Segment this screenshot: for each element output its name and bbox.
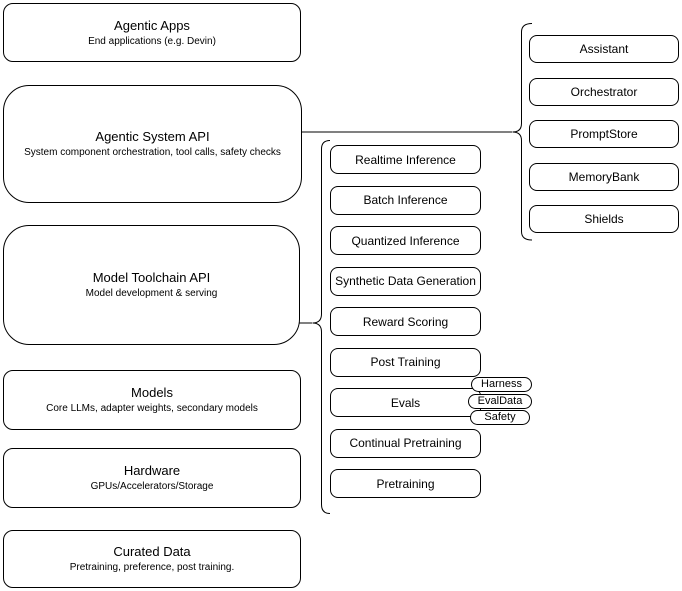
layer-subtitle: Model development & serving <box>85 288 218 299</box>
node-evals: Evals <box>330 388 481 417</box>
node-pretraining: Pretraining <box>330 469 481 498</box>
layer-hardware: Hardware GPUs/Accelerators/Storage <box>3 448 301 508</box>
node-synthetic-data-generation: Synthetic Data Generation <box>330 266 481 296</box>
node-post-training: Post Training <box>330 347 481 377</box>
node-continual-pretraining: Continual Pretraining <box>330 428 481 458</box>
node-orchestrator: Orchestrator <box>529 77 679 106</box>
layer-subtitle: Pretraining, preference, post training. <box>69 562 235 573</box>
node-assistant: Assistant <box>529 35 679 63</box>
node-shields: Shields <box>529 205 679 233</box>
node-realtime-inference: Realtime Inference <box>330 145 481 174</box>
layer-subtitle: End applications (e.g. Devin) <box>88 35 216 47</box>
layer-title: Agentic Apps <box>114 17 190 33</box>
layer-model-toolchain-api: Model Toolchain API Model development & … <box>3 225 300 345</box>
layer-title: Hardware <box>123 463 181 478</box>
node-reward-scoring: Reward Scoring <box>330 307 481 336</box>
node-quantized-inference: Quantized Inference <box>330 226 481 255</box>
node-promptstore: PromptStore <box>529 120 679 148</box>
pill-safety: Safety <box>470 410 530 425</box>
layer-subtitle: System component orchestration, tool cal… <box>24 147 281 158</box>
node-memorybank: MemoryBank <box>529 162 679 191</box>
node-batch-inference: Batch Inference <box>330 185 481 215</box>
layer-curated-data: Curated Data Pretraining, preference, po… <box>3 530 301 588</box>
layer-subtitle: GPUs/Accelerators/Storage <box>90 481 214 492</box>
layer-title: Agentic System API <box>95 129 210 144</box>
layer-agentic-system-api: Agentic System API System component orch… <box>3 85 302 203</box>
layer-agentic-apps: Agentic Apps End applications (e.g. Devi… <box>3 3 301 62</box>
brace-toolchain-group <box>312 140 331 514</box>
pill-evaldata: EvalData <box>468 394 532 409</box>
pill-harness: Harness <box>471 377 532 392</box>
layer-title: Model Toolchain API <box>92 270 211 285</box>
layer-title: Models <box>131 385 173 400</box>
layer-models: Models Core LLMs, adapter weights, secon… <box>3 370 301 430</box>
layer-title: Curated Data <box>113 544 191 559</box>
layer-subtitle: Core LLMs, adapter weights, secondary mo… <box>46 403 258 414</box>
